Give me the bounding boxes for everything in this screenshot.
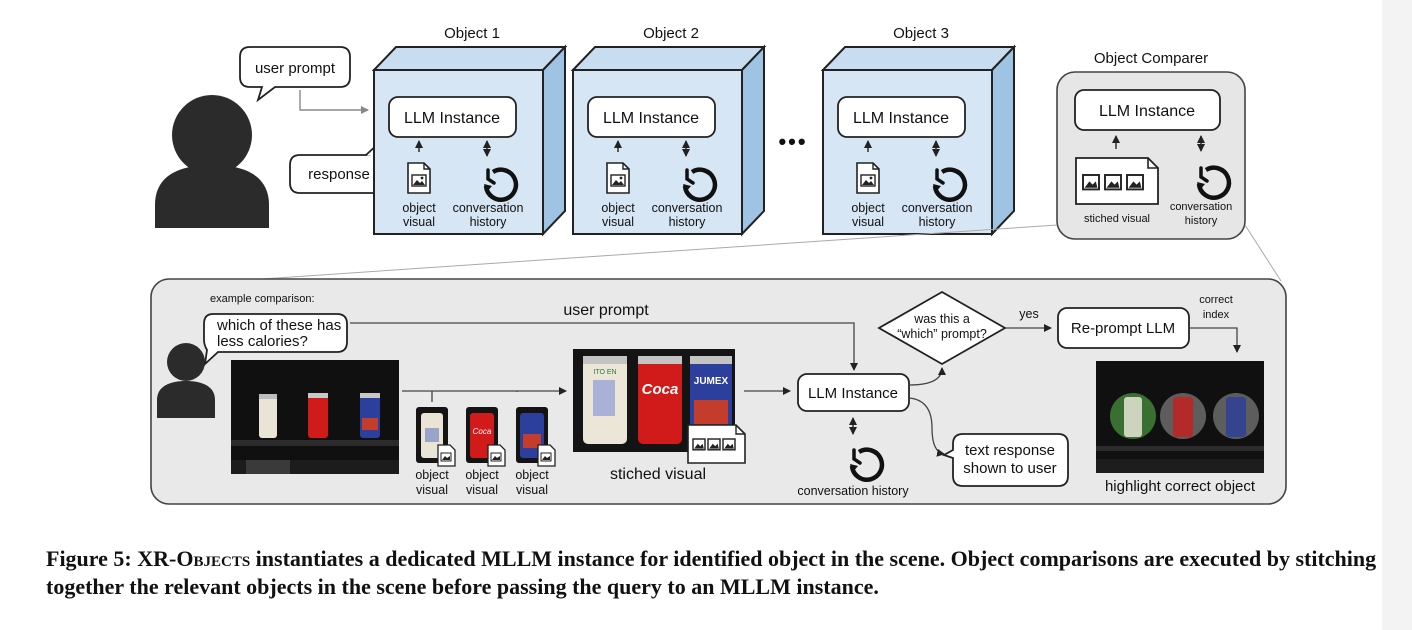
text-response-bubble: text response shown to user bbox=[941, 433, 1069, 487]
zoom-line-left bbox=[261, 224, 1058, 280]
svg-text:object: object bbox=[415, 468, 449, 482]
object-3-llm-label: LLM Instance bbox=[853, 110, 949, 127]
object-2-title: Object 2 bbox=[643, 25, 699, 42]
stitched-mini-icon bbox=[687, 424, 746, 464]
user-prompt-arrow bbox=[350, 322, 858, 371]
bottom-llm-label: LLM Instance bbox=[808, 385, 898, 402]
object-1-cube: Object 1 LLM Instance object visual conv… bbox=[371, 25, 568, 237]
svg-text:JUMEX: JUMEX bbox=[694, 376, 729, 387]
svg-text:object: object bbox=[851, 201, 885, 215]
svg-text:visual: visual bbox=[516, 483, 548, 497]
object-1-title: Object 1 bbox=[444, 25, 500, 42]
highlight-label: highlight correct object bbox=[1105, 478, 1256, 495]
svg-text:conversation: conversation bbox=[1170, 201, 1232, 213]
svg-text:which of these has: which of these has bbox=[216, 317, 341, 334]
comparer-llm-label: LLM Instance bbox=[1099, 103, 1195, 120]
svg-text:object: object bbox=[465, 468, 499, 482]
object-3-title: Object 3 bbox=[893, 25, 949, 42]
object-2-cube: Object 2 LLM Instance object visual conv… bbox=[570, 25, 767, 237]
user-avatar-icon bbox=[155, 95, 269, 228]
decision-diamond bbox=[877, 290, 1007, 366]
svg-text:stiched visual: stiched visual bbox=[1084, 213, 1150, 225]
svg-text:Coca: Coca bbox=[473, 427, 492, 436]
svg-text:text response: text response bbox=[965, 442, 1055, 459]
bottom-history-label: conversation history bbox=[797, 484, 909, 498]
object-visual-icon bbox=[606, 162, 630, 194]
reprompt-label: Re-prompt LLM bbox=[1071, 320, 1175, 337]
svg-text:conversation: conversation bbox=[902, 201, 973, 215]
user-prompt-label: user prompt bbox=[563, 302, 649, 319]
yes-label: yes bbox=[1019, 307, 1038, 321]
ellipsis: ••• bbox=[778, 129, 807, 154]
svg-text:correct: correct bbox=[1199, 294, 1233, 306]
object-1-llm-label: LLM Instance bbox=[404, 110, 500, 127]
bottom-llm-box bbox=[797, 373, 910, 412]
stitched-visual-icon bbox=[1075, 157, 1159, 205]
svg-text:history: history bbox=[919, 215, 957, 229]
svg-text:object: object bbox=[601, 201, 635, 215]
svg-text:shown to user: shown to user bbox=[963, 460, 1056, 477]
question-bubble: which of these has less calories? bbox=[203, 313, 348, 367]
stitched-visual-label: stiched visual bbox=[610, 466, 706, 483]
svg-text:conversation: conversation bbox=[453, 201, 524, 215]
stitched-visual-image: ITO EN Coca JUMEX bbox=[573, 349, 746, 464]
svg-text:visual: visual bbox=[416, 483, 448, 497]
svg-text:conversation: conversation bbox=[652, 201, 723, 215]
svg-text:history: history bbox=[470, 215, 508, 229]
shelf-photo bbox=[231, 360, 399, 474]
crop-3: object visual bbox=[515, 407, 556, 497]
prompt-arrow bbox=[299, 90, 369, 114]
user-prompt-text: user prompt bbox=[255, 60, 336, 77]
svg-text:ITO EN: ITO EN bbox=[593, 369, 616, 376]
svg-text:Coca: Coca bbox=[642, 381, 679, 398]
zoom-line-right bbox=[1244, 224, 1282, 282]
svg-text:index: index bbox=[1203, 309, 1230, 321]
architecture-diagram: user prompt response Object 1 LLM Instan… bbox=[150, 25, 1287, 505]
object-comparer-title: Object Comparer bbox=[1094, 50, 1208, 67]
svg-text:visual: visual bbox=[466, 483, 498, 497]
svg-text:visual: visual bbox=[403, 215, 435, 229]
object-comparer-panel: Object Comparer LLM Instance stiched vis… bbox=[1056, 50, 1246, 240]
page-edge-strip bbox=[1382, 0, 1412, 630]
object-3-cube: Object 3 LLM Instance object visual conv… bbox=[820, 25, 1017, 237]
svg-text:object: object bbox=[402, 201, 436, 215]
small-user-icon bbox=[157, 343, 215, 418]
crop-2: Coca object visual bbox=[465, 407, 506, 497]
svg-text:history: history bbox=[1185, 215, 1218, 227]
svg-text:visual: visual bbox=[602, 215, 634, 229]
figure-caption: Figure 5: XR-Objects instantiates a dedi… bbox=[46, 546, 1377, 599]
crop-1: object visual bbox=[415, 407, 456, 497]
svg-text:visual: visual bbox=[852, 215, 884, 229]
svg-text:“which” prompt?: “which” prompt? bbox=[897, 327, 987, 341]
svg-text:was this a: was this a bbox=[913, 312, 970, 326]
svg-text:history: history bbox=[669, 215, 707, 229]
svg-text:object: object bbox=[515, 468, 549, 482]
object-visual-icon bbox=[407, 162, 431, 194]
response-text: response bbox=[308, 166, 370, 183]
object-2-llm-label: LLM Instance bbox=[603, 110, 699, 127]
user-prompt-bubble: user prompt bbox=[239, 46, 351, 103]
highlight-photo bbox=[1096, 361, 1264, 473]
object-visual-icon bbox=[856, 162, 880, 194]
svg-text:less calories?: less calories? bbox=[217, 333, 308, 350]
example-label: example comparison: bbox=[210, 293, 315, 305]
